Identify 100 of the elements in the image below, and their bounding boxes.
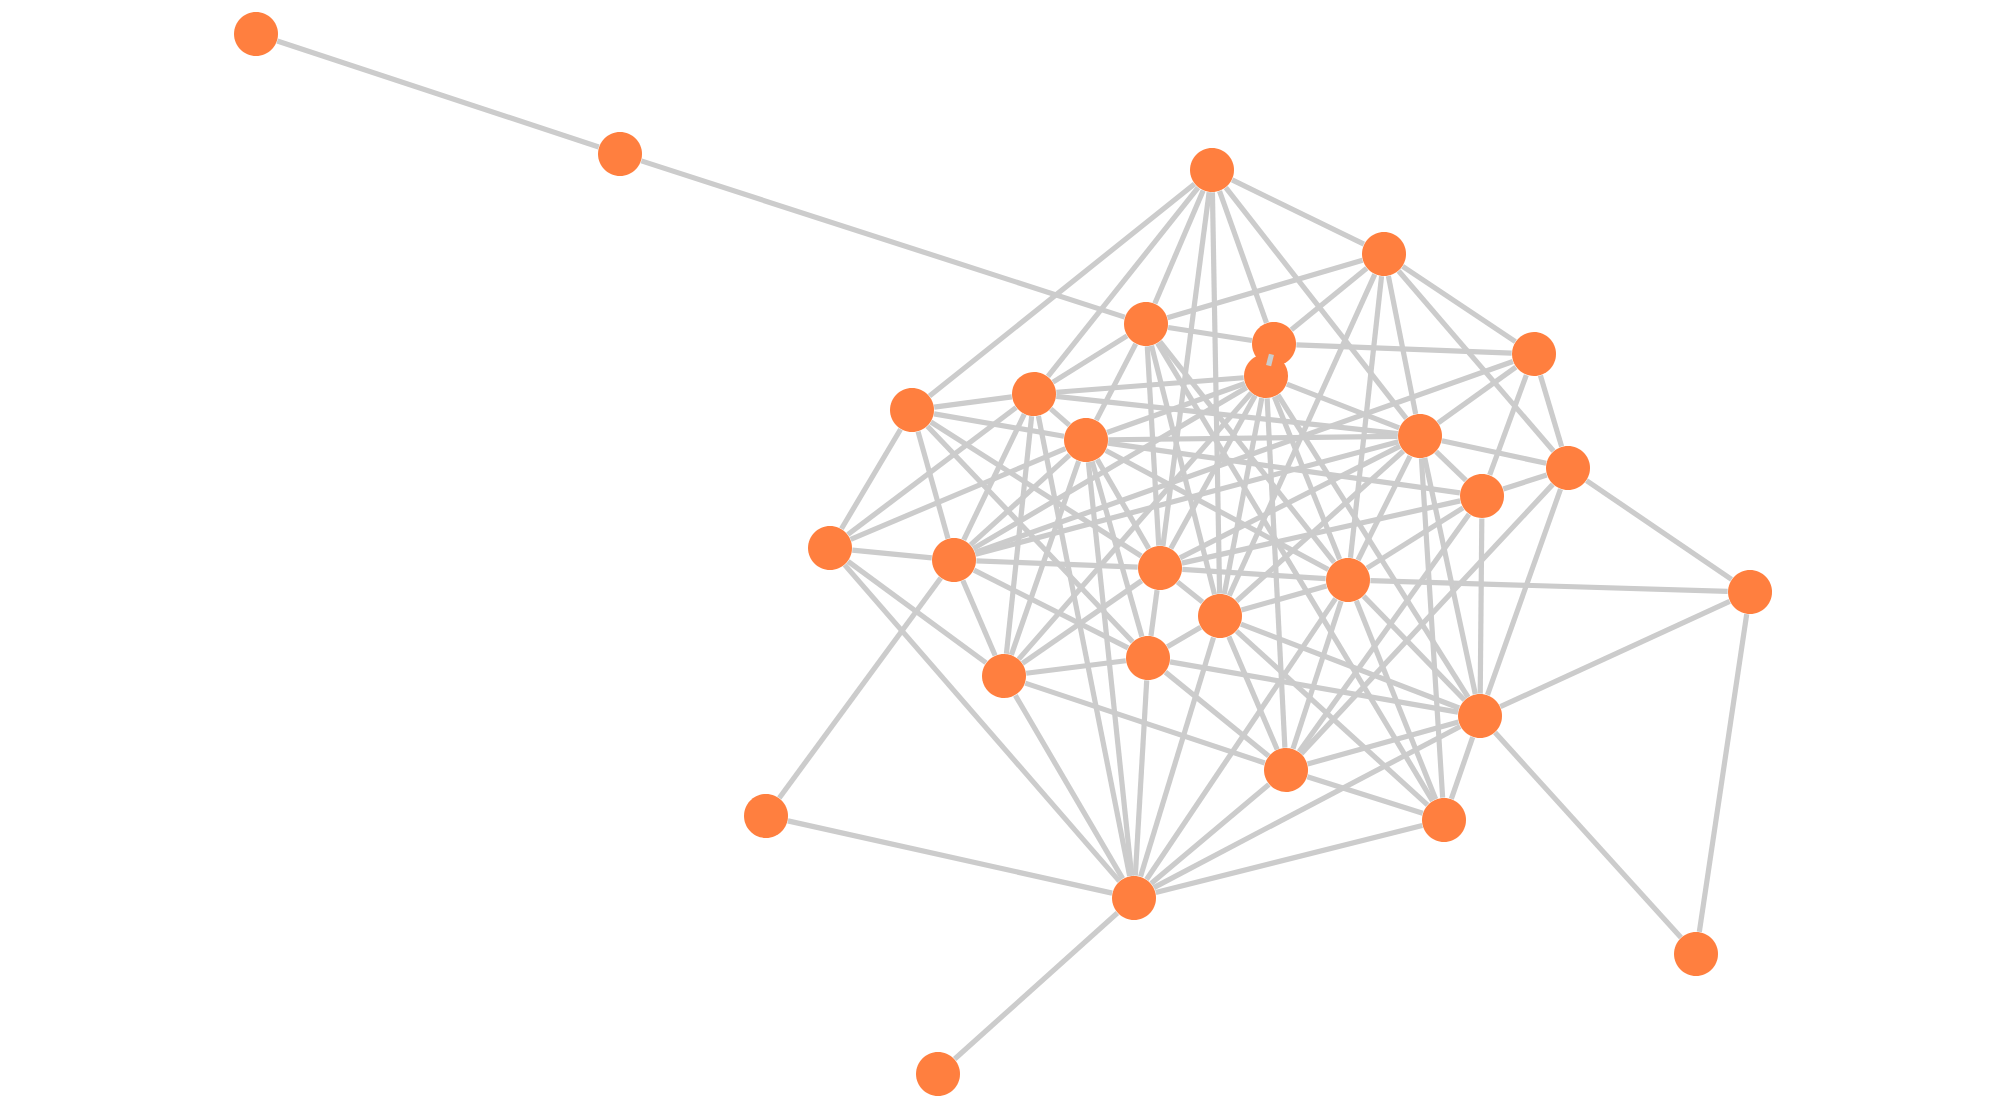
connector-line: [846, 405, 1018, 537]
connector-line: [1537, 374, 1565, 448]
connector-line: [933, 411, 1065, 439]
circle-node: [1264, 748, 1308, 792]
circle-node: [1138, 546, 1182, 590]
connector-line: [1166, 625, 1202, 649]
connector-line: [1299, 482, 1555, 756]
connector-line: [1168, 394, 1258, 550]
circle-node: [598, 132, 642, 176]
connector-line: [972, 385, 1249, 551]
connector-line: [1157, 340, 1337, 565]
connector-line: [1422, 457, 1478, 695]
connector-line: [1144, 597, 1338, 881]
connector-line: [1499, 599, 1731, 710]
connector-line: [1148, 589, 1160, 637]
connector-line: [1361, 594, 1467, 702]
circle-node: [1012, 372, 1056, 416]
circle-node: [1460, 474, 1504, 518]
connector-line: [1209, 192, 1223, 594]
connector-line: [1355, 454, 1413, 562]
connector-line: [974, 359, 1514, 555]
connector-line: [1306, 719, 1460, 767]
connector-line: [972, 567, 1130, 651]
connector-line: [640, 158, 1126, 320]
connector-line: [1056, 375, 1244, 395]
connector-line: [1020, 578, 1144, 666]
connector-line: [968, 453, 1072, 547]
connector-line: [1285, 381, 1401, 431]
connector-line: [849, 446, 1067, 542]
circle-node: [808, 526, 852, 570]
circle-node: [932, 538, 976, 582]
connector-line: [1025, 658, 1127, 676]
connector-line: [1221, 397, 1265, 595]
connector-line: [1149, 345, 1218, 595]
connector-line: [1585, 478, 1733, 582]
connector-line: [1290, 600, 1344, 750]
connector-line: [1104, 448, 1330, 572]
connector-line: [1226, 635, 1280, 751]
connector-line: [1477, 518, 1485, 694]
connector-line: [1434, 449, 1468, 483]
connector-line: [1094, 342, 1139, 422]
connector-line: [927, 181, 1197, 399]
circle-node: [1112, 876, 1156, 920]
connector-line: [1024, 680, 1266, 766]
connector-line: [1051, 333, 1129, 385]
connector-line: [1085, 462, 1135, 876]
connector-line: [787, 818, 1113, 896]
connector-line: [952, 911, 1120, 1061]
connector-line: [1226, 273, 1378, 597]
connector-line: [1696, 613, 1750, 933]
connector-line: [915, 430, 951, 540]
connector-line: [1231, 177, 1366, 247]
connector-line: [1013, 694, 1125, 880]
connector-line: [1003, 416, 1035, 654]
connector-line: [777, 576, 943, 800]
circle-node: [1728, 570, 1773, 614]
connector-line: [839, 427, 903, 531]
connector-line: [1370, 578, 1728, 594]
connector-line: [1155, 822, 1423, 896]
connector-line: [1217, 190, 1269, 324]
connector-line: [1493, 730, 1683, 940]
connector-line: [842, 563, 1122, 883]
connector-line: [1275, 393, 1471, 699]
connector-line: [1401, 264, 1517, 344]
connector-line: [1108, 433, 1398, 443]
connector-line: [1155, 341, 1435, 803]
circle-node: [1512, 332, 1556, 376]
circle-node: [1064, 418, 1108, 462]
connector-line: [1132, 680, 1150, 876]
connector-line: [1502, 472, 1548, 492]
connector-line: [933, 394, 1013, 410]
connector-line: [1441, 438, 1547, 466]
circle-node: [1362, 232, 1406, 276]
connector-line: [1385, 275, 1419, 415]
connector-line: [1271, 395, 1343, 561]
circle-node: [982, 654, 1026, 698]
circle-node: [1326, 558, 1370, 602]
circle-node: [1546, 446, 1590, 490]
connector-line: [1485, 488, 1563, 696]
connector-line: [1289, 266, 1369, 332]
connector-line: [276, 38, 600, 150]
circle-node: [1674, 932, 1718, 976]
connector-line: [1016, 391, 1254, 661]
connector-line: [1163, 670, 1271, 758]
connector-line: [1223, 186, 1409, 420]
circle-node: [1458, 694, 1502, 738]
circle-node: [1198, 594, 1242, 638]
connector-line: [1167, 324, 1253, 344]
circle-node: [1124, 302, 1168, 346]
connector-line: [975, 439, 1400, 557]
connector-line: [1234, 449, 1406, 603]
connector-line: [1008, 460, 1082, 656]
connector-line: [1296, 512, 1472, 754]
circle-node: [1422, 798, 1466, 842]
circle-node: [1398, 414, 1442, 458]
connector-line: [1175, 579, 1205, 605]
connector-line: [1152, 724, 1462, 890]
circle-node: [744, 794, 788, 838]
circle-node: [1190, 148, 1234, 192]
connector-line: [1448, 736, 1476, 800]
